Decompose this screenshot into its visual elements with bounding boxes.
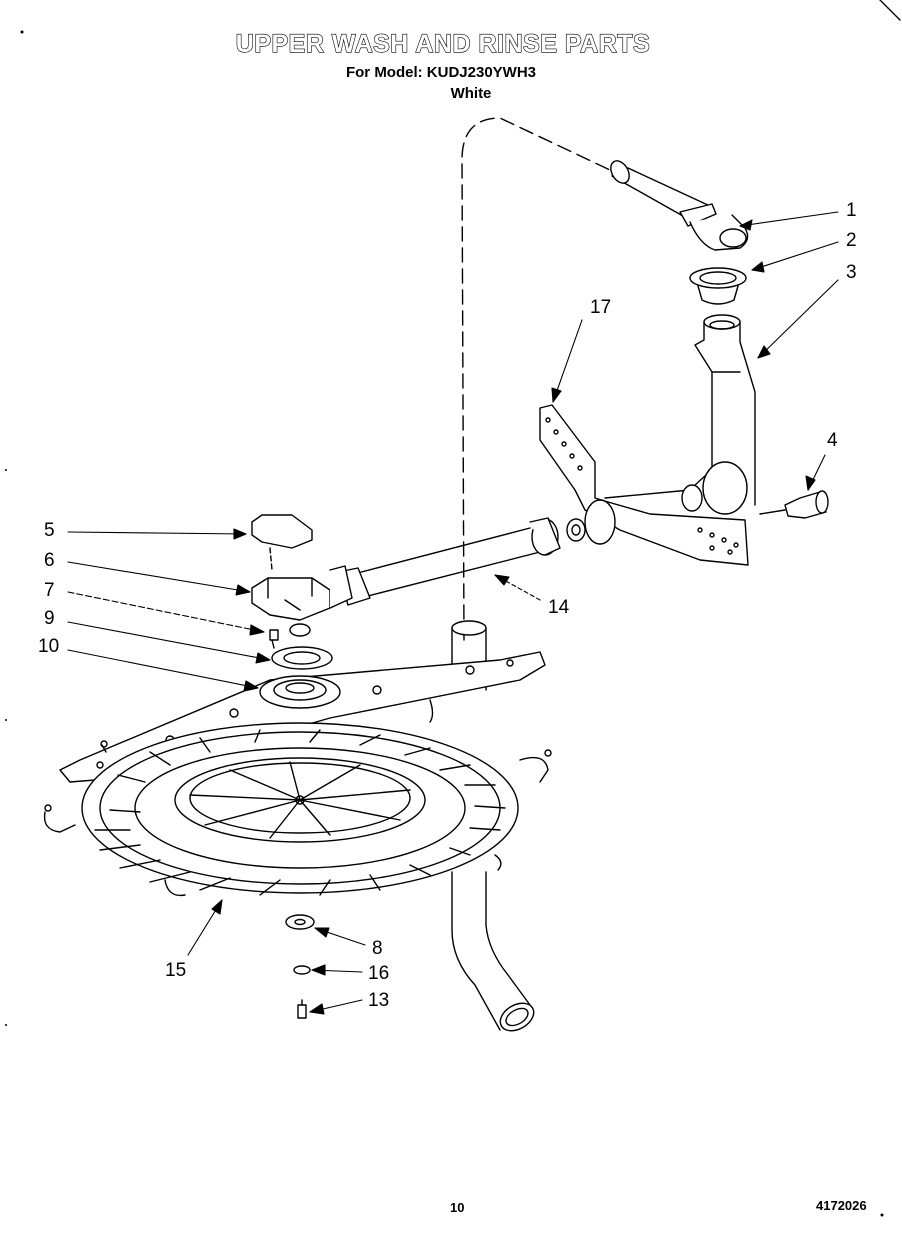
leader-2 <box>751 241 839 271</box>
leader-17 <box>552 319 583 403</box>
part-14-conduit-tube <box>337 517 561 606</box>
leader-5 <box>67 531 247 535</box>
part-9-seal <box>271 646 333 670</box>
document-number: 4172026 <box>816 1198 867 1213</box>
leader-lines <box>67 211 839 1015</box>
part-5-clip <box>251 514 313 571</box>
callout-9: 9 <box>44 608 55 629</box>
color-label: White <box>450 85 492 102</box>
supply-tube-dashed <box>461 117 611 641</box>
callout-15: 15 <box>165 960 187 981</box>
part-16-nut <box>293 965 311 975</box>
leader-3 <box>757 279 839 359</box>
callout-6: 6 <box>44 550 55 571</box>
callout-1: 1 <box>846 200 857 221</box>
part-17-bracket <box>539 404 749 566</box>
part-1-supply-elbow <box>610 160 749 251</box>
scan-marks <box>5 30 884 1217</box>
callout-13: 13 <box>368 990 390 1011</box>
callout-8: 8 <box>372 938 383 959</box>
callout-2: 2 <box>846 230 857 251</box>
part-15-rack <box>43 699 552 897</box>
part-8-washer <box>285 914 315 930</box>
callout-7: 7 <box>44 580 55 601</box>
leader-10 <box>67 649 259 689</box>
model-subtitle: For Model: KUDJ230YWH3 <box>345 64 537 81</box>
part-7-screw <box>269 623 311 649</box>
corner-mark <box>879 0 901 21</box>
diagram-title: UPPER WASH AND RINSE PARTS <box>235 29 651 58</box>
part-3-manifold <box>694 314 756 506</box>
leader-7 <box>67 591 265 633</box>
leader-6 <box>67 561 251 593</box>
callout-4: 4 <box>827 430 838 451</box>
part-4-end-cap <box>759 490 829 519</box>
callout-5: 5 <box>44 520 55 541</box>
manifold-outlet <box>566 461 748 545</box>
part-6-arm-mount <box>251 565 353 621</box>
callout-16: 16 <box>368 963 390 984</box>
leader-1 <box>739 211 839 227</box>
page-number: 10 <box>450 1200 465 1215</box>
part-2-grommet <box>689 267 747 305</box>
callout-10: 10 <box>38 636 60 657</box>
lower-supply-tube <box>451 620 535 1032</box>
callout-17: 17 <box>590 297 612 318</box>
callout-3: 3 <box>846 262 857 283</box>
leader-9 <box>67 621 271 661</box>
callout-14: 14 <box>548 597 570 618</box>
part-13-screw <box>297 999 307 1019</box>
